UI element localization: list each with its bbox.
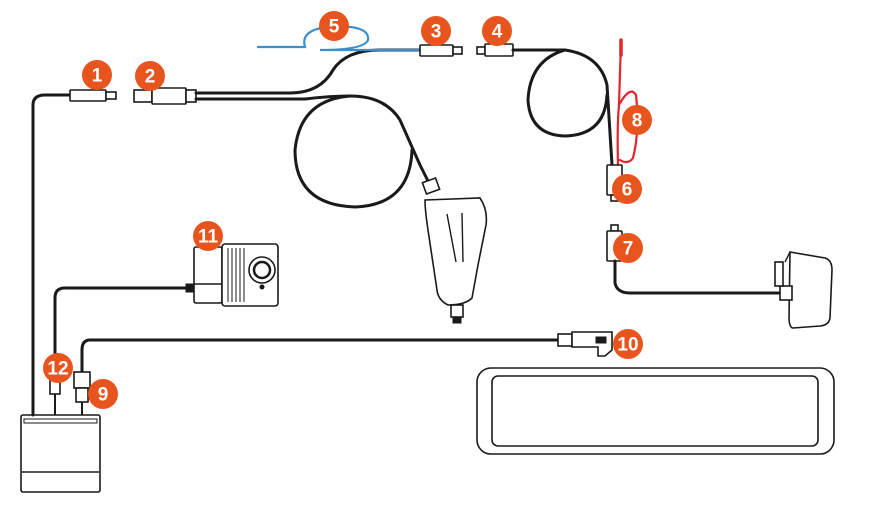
callout-6: 6 [612,174,642,204]
callout-12: 12 [43,353,73,383]
callout-label: 2 [145,67,156,88]
callout-label: 12 [47,359,68,380]
callout-1: 1 [82,60,112,90]
callout-4: 4 [482,16,512,46]
callout-8: 8 [622,105,652,135]
callout-label: 6 [622,180,633,201]
callout-9: 9 [88,379,118,409]
callout-label: 11 [198,227,219,248]
recorder-unit [20,414,101,493]
callout-label: 10 [617,335,638,356]
callout-label: 5 [329,17,340,38]
front-camera [185,243,279,307]
callout-label: 3 [431,22,442,43]
callout-3: 3 [421,16,451,46]
callout-label: 8 [632,111,643,132]
car-charger-cable [133,48,488,324]
rearview-mirror [476,367,835,455]
callout-label: 4 [492,22,503,43]
rear-camera-cable [606,224,833,329]
callout-2: 2 [135,61,165,91]
callout-label: 7 [623,239,634,260]
front-camera-cable [49,286,188,415]
hardwire-cable [476,38,639,202]
callout-label: 1 [92,66,103,87]
gps-antenna-cable [256,25,463,57]
callout-11: 11 [193,221,223,251]
mirror-cable [73,331,613,415]
callout-label: 9 [98,385,109,406]
callout-5: 5 [319,11,349,41]
main-power-cable [31,89,117,417]
callout-7: 7 [613,233,643,263]
callout-10: 10 [613,329,643,359]
